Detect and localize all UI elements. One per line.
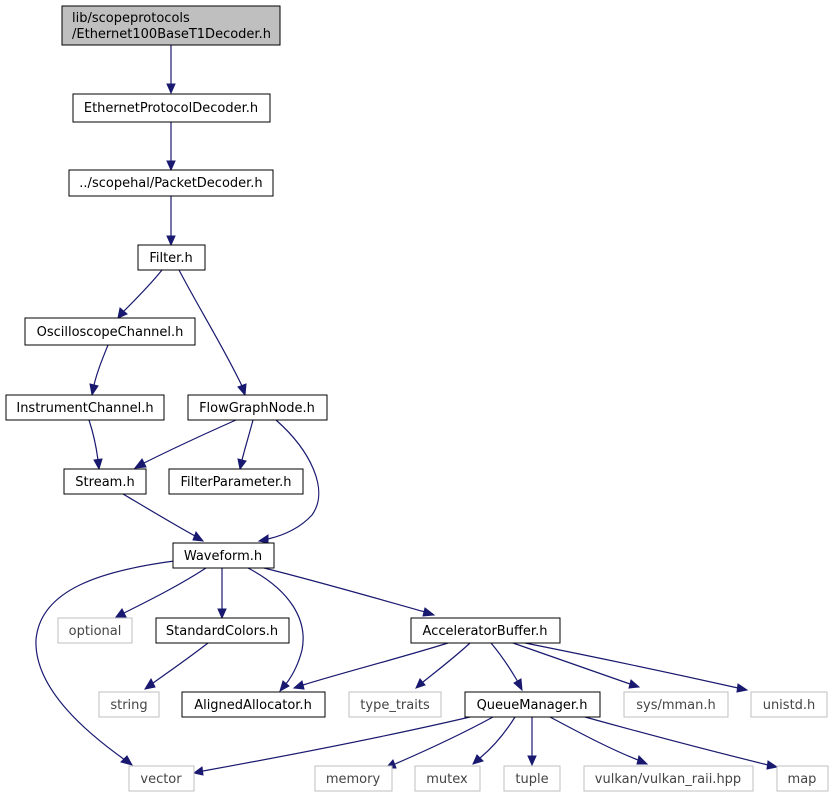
edges xyxy=(35,45,779,776)
node-label-line-1: lib/scopeprotocols xyxy=(72,11,190,26)
node-flow-graph-node[interactable]: FlowGraphNode.h xyxy=(187,394,328,421)
node-sys-mman[interactable]: sys/mman.h xyxy=(623,691,729,718)
node-accelerator-buffer[interactable]: AcceleratorBuffer.h xyxy=(410,617,561,644)
edge-waveform-to-optional xyxy=(115,567,207,618)
edge-oscilloscope-channel-to-instrument-channel xyxy=(89,344,109,397)
node-standard-colors[interactable]: StandardColors.h xyxy=(155,617,290,644)
node-map[interactable]: map xyxy=(776,765,829,792)
node-label: vulkan/vulkan_raii.hpp xyxy=(595,772,741,787)
node-instrument-channel[interactable]: InstrumentChannel.h xyxy=(5,394,165,421)
node-label: InstrumentChannel.h xyxy=(16,401,153,416)
node-label: ../scopehal/PacketDecoder.h xyxy=(79,176,262,191)
node-memory[interactable]: memory xyxy=(314,765,393,792)
node-label: type_traits xyxy=(360,698,430,713)
node-label: unistd.h xyxy=(763,698,816,713)
node-label: optional xyxy=(69,624,122,639)
edge-root-to-ethernet-protocol-decoder xyxy=(166,45,176,95)
edge-flow-graph-node-to-waveform xyxy=(257,419,320,544)
node-label: memory xyxy=(326,772,381,787)
edge-accelerator-buffer-to-queue-manager xyxy=(490,642,523,692)
node-packet-decoder[interactable]: ../scopehal/PacketDecoder.h xyxy=(68,169,274,197)
edge-queue-manager-to-vector xyxy=(192,716,471,776)
edge-filter-to-oscilloscope-channel xyxy=(117,269,163,319)
node-queue-manager[interactable]: QueueManager.h xyxy=(464,691,601,718)
edge-flow-graph-node-to-stream xyxy=(133,419,237,469)
edge-waveform-to-aligned-allocator xyxy=(247,567,304,693)
node-label: EthernetProtocolDecoder.h xyxy=(84,101,258,116)
node-label: AcceleratorBuffer.h xyxy=(423,624,548,639)
node-label: string xyxy=(110,698,147,713)
nodes: lib/scopeprotocols /Ethernet100BaseT1Dec… xyxy=(5,5,829,792)
node-ethernet-protocol-decoder[interactable]: EthernetProtocolDecoder.h xyxy=(72,93,271,123)
edge-accelerator-buffer-to-type-traits xyxy=(415,642,471,689)
node-label: Stream.h xyxy=(75,475,134,490)
edge-queue-manager-to-tuple xyxy=(527,717,537,767)
edge-stream-to-waveform xyxy=(122,493,205,542)
edge-standard-colors-to-string xyxy=(143,642,209,690)
node-mutex[interactable]: mutex xyxy=(414,765,481,792)
node-ethernet100baset1decoder[interactable]: lib/scopeprotocols /Ethernet100BaseT1Dec… xyxy=(61,5,281,46)
node-aligned-allocator[interactable]: AlignedAllocator.h xyxy=(181,691,326,718)
edge-filter-to-flow-graph-node xyxy=(178,269,247,397)
node-label: Waveform.h xyxy=(184,549,262,564)
node-label: OscilloscopeChannel.h xyxy=(37,325,184,340)
node-label-line-2: /Ethernet100BaseT1Decoder.h xyxy=(72,27,271,42)
node-stream[interactable]: Stream.h xyxy=(63,468,147,495)
edge-waveform-to-vector xyxy=(35,559,183,766)
edge-packet-decoder-to-filter xyxy=(166,196,176,247)
edge-queue-manager-to-vulkan-raii xyxy=(549,716,649,765)
edge-waveform-to-accelerator-buffer xyxy=(263,567,436,617)
edge-flow-graph-node-to-filter-parameter xyxy=(237,419,254,471)
node-label: sys/mman.h xyxy=(636,698,716,713)
node-vector[interactable]: vector xyxy=(128,765,195,792)
node-filter[interactable]: Filter.h xyxy=(137,244,206,271)
node-tuple[interactable]: tuple xyxy=(503,765,561,792)
edge-instrument-channel-to-stream xyxy=(88,419,103,471)
edge-ethernet-protocol-decoder-to-packet-decoder xyxy=(166,122,176,172)
node-string[interactable]: string xyxy=(98,691,160,718)
edge-waveform-to-standard-colors xyxy=(217,568,227,620)
edge-accelerator-buffer-to-unistd xyxy=(524,642,749,693)
node-filter-parameter[interactable]: FilterParameter.h xyxy=(168,468,304,495)
node-label: FilterParameter.h xyxy=(180,475,291,490)
edge-accelerator-buffer-to-sys-mman xyxy=(512,642,641,689)
node-label: map xyxy=(788,772,817,787)
node-label: vector xyxy=(140,772,182,787)
edge-queue-manager-to-mutex xyxy=(472,716,516,765)
node-waveform[interactable]: Waveform.h xyxy=(172,542,275,569)
node-label: FlowGraphNode.h xyxy=(199,401,315,416)
node-optional[interactable]: optional xyxy=(57,617,133,644)
edge-queue-manager-to-map xyxy=(584,716,779,770)
node-type-traits[interactable]: type_traits xyxy=(348,691,442,718)
node-label: Filter.h xyxy=(149,251,192,266)
node-label: QueueManager.h xyxy=(477,698,588,713)
node-label: AlignedAllocator.h xyxy=(194,698,312,713)
node-unistd[interactable]: unistd.h xyxy=(750,691,828,718)
node-label: tuple xyxy=(515,772,548,787)
edge-accelerator-buffer-to-aligned-allocator xyxy=(292,642,449,690)
node-label: StandardColors.h xyxy=(166,624,278,639)
node-oscilloscope-channel[interactable]: OscilloscopeChannel.h xyxy=(24,317,196,346)
node-label: mutex xyxy=(426,772,468,787)
node-vulkan-raii[interactable]: vulkan/vulkan_raii.hpp xyxy=(583,765,754,792)
